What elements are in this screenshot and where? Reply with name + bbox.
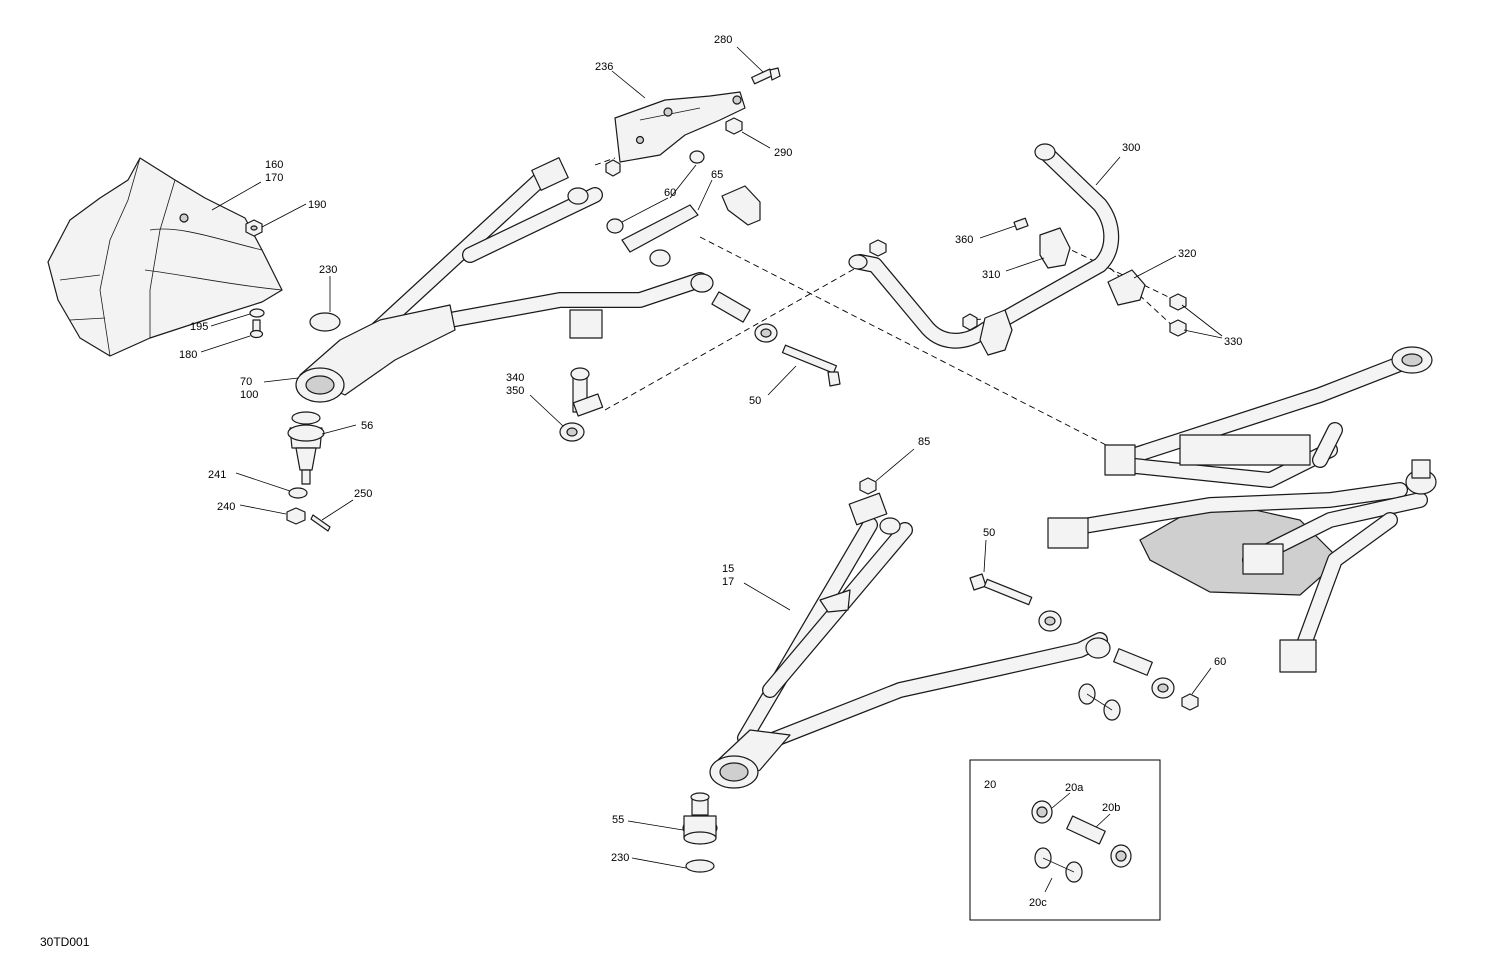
callout-50-lower: 50 [983, 527, 995, 539]
bushing-clamp-320 [979, 269, 1146, 356]
callout-190: 190 [308, 199, 326, 211]
nut-stabilizer [869, 239, 978, 331]
washer-241 [288, 487, 308, 499]
cotter-pin-250 [310, 514, 331, 532]
retaining-ring-230-lower [685, 859, 715, 873]
stabilizer-bar-300 [848, 143, 1120, 349]
skid-plate [47, 157, 283, 357]
bolt-330 [1169, 293, 1187, 337]
callout-15: 15 [722, 563, 734, 575]
callout-20c: 20c [1029, 897, 1047, 909]
callout-20a: 20a [1065, 782, 1084, 794]
callout-250: 250 [354, 488, 372, 500]
callout-160: 160 [265, 159, 283, 171]
nut-290 [725, 117, 743, 135]
callout-85: 85 [918, 436, 930, 448]
retaining-ring-230-upper [309, 312, 341, 332]
callout-290: 290 [774, 147, 792, 159]
ball-joint-56 [287, 411, 325, 485]
callout-230-lower: 230 [611, 852, 629, 864]
callout-labels: 280 236 290 300 160 170 190 60 65 360 31… [179, 34, 1242, 864]
bushing-310 [1039, 227, 1071, 269]
lower-a-arm [709, 492, 1111, 789]
nut-60-lower [1181, 693, 1199, 711]
callout-241: 241 [208, 469, 226, 481]
callout-236: 236 [595, 61, 613, 73]
drawing-id: 30TD001 [40, 935, 90, 949]
inset-kit-20: 20 20a 20b 20c [969, 759, 1161, 921]
washer-195 [249, 308, 265, 318]
callout-60-upper: 60 [664, 187, 676, 199]
callout-20b: 20b [1102, 802, 1120, 814]
leader-lines [200, 46, 1223, 869]
nut-240 [286, 507, 306, 525]
callout-20: 20 [984, 779, 996, 791]
shim-plate-65 [606, 185, 761, 267]
callout-17: 17 [722, 576, 734, 588]
screw-360 [1013, 217, 1029, 231]
assembled-suspension [1047, 346, 1437, 673]
bolt-180 [249, 319, 264, 339]
callout-55: 55 [612, 814, 624, 826]
callout-330: 330 [1224, 336, 1242, 348]
callout-65: 65 [711, 169, 723, 181]
ball-joint-55 [682, 792, 718, 845]
upper-a-arm [295, 157, 714, 403]
callout-195: 195 [190, 321, 208, 333]
nut-60-upper [605, 150, 705, 177]
callout-280: 280 [714, 34, 732, 46]
callout-230-upper: 230 [319, 264, 337, 276]
bolt-280 [751, 67, 781, 85]
bushing-lower [1038, 610, 1175, 699]
callout-240: 240 [217, 501, 235, 513]
callout-180: 180 [179, 349, 197, 361]
nut-190 [245, 219, 263, 237]
callout-320: 320 [1178, 248, 1196, 260]
callout-360: 360 [955, 234, 973, 246]
callout-340: 340 [506, 372, 524, 384]
callout-170: 170 [265, 172, 283, 184]
callout-310: 310 [982, 269, 1000, 281]
nut-85 [859, 477, 877, 495]
sleeve-20b [1066, 815, 1106, 845]
washers-lower [1078, 683, 1121, 721]
callout-50-upper: 50 [749, 395, 761, 407]
bolt-50-upper [781, 344, 841, 387]
bracket-236 [614, 91, 746, 163]
sway-bar-link [559, 367, 604, 442]
callout-100: 100 [240, 389, 258, 401]
callout-60-lower: 60 [1214, 656, 1226, 668]
bolt-50-lower [969, 573, 1033, 606]
spacer-upper [711, 291, 778, 343]
callout-300: 300 [1122, 142, 1140, 154]
callout-350: 350 [506, 385, 524, 397]
callout-70: 70 [240, 376, 252, 388]
callout-56: 56 [361, 420, 373, 432]
